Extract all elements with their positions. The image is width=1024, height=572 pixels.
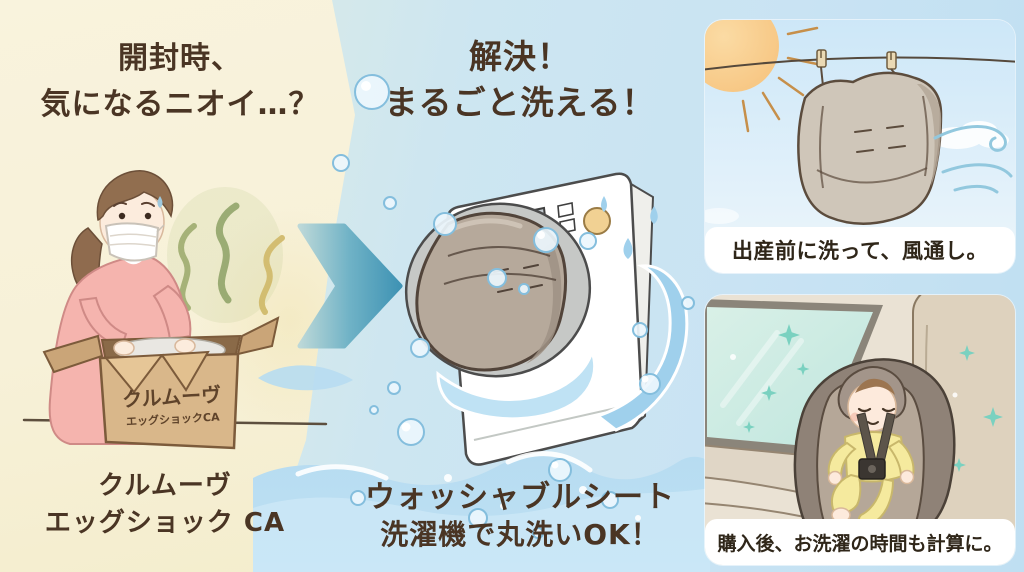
drying-caption-text: 出産前に洗って、風通し。 [732,239,988,263]
hanging-car-seat [797,66,943,225]
baby-panel: 購入後、お洗濯の時間も計算に。 [705,295,1015,565]
product-name: クルムーヴ エッグショック CA [8,468,322,542]
svg-text:クルムーヴ: クルムーヴ [122,382,222,411]
baby-in-car-seat [780,358,970,557]
sweat-drop [157,196,163,208]
baby-caption-text: 購入後、お洗濯の時間も計算に。 [717,532,1003,555]
left-headline-line2: 気になるニオイ…？ [40,87,320,122]
solution-headline-line1: 解決！ [469,37,571,76]
solution-headline-line2: まるごと洗える！ [384,83,656,122]
right-hand [174,338,196,354]
product-name-line1: クルムーヴ [98,471,232,501]
clothesline [705,56,1015,71]
worried-eyebrows [113,201,155,207]
left-headline: 開封時、 気になるニオイ…？ [8,36,352,128]
drying-panel: 出産前に洗って、風通し。 [705,20,1015,273]
smell-wisps-icon [167,187,285,323]
cardboard-box: クルムーヴ エッグショックCA [42,316,280,450]
drying-caption: 出産前に洗って、風通し。 [705,227,1015,273]
product-name-line2: エッグショック CA [44,508,286,538]
left-headline-line1: 開封時、 [118,41,242,76]
wind-icon [933,125,1013,194]
svg-text:エッグショックCA: エッグショックCA [126,410,221,429]
baby-caption: 購入後、お洗濯の時間も計算に。 [705,519,1015,565]
woman-illustration: クルムーヴ エッグショックCA [22,170,328,450]
bubbles [332,74,695,539]
washable-caption-line1: ウォッシャブルシート [365,480,675,515]
machine-dial-knob [583,207,611,235]
sun-icon [705,20,819,133]
washable-caption: ウォッシャブルシート 洗濯機で丸洗いOK！ [348,479,692,553]
face-mask [104,222,160,262]
washable-caption-line2: 洗濯機で丸洗いOK！ [380,518,660,551]
flow-arrow-icon [297,223,403,349]
clothespin-icon [816,49,897,70]
box-label: クルムーヴ エッグショックCA [122,382,222,429]
washing-machine-illustration [253,74,710,572]
harness [856,412,896,480]
left-hand [113,340,135,356]
solution-headline: 解決！ まるごと洗える！ [358,34,682,126]
